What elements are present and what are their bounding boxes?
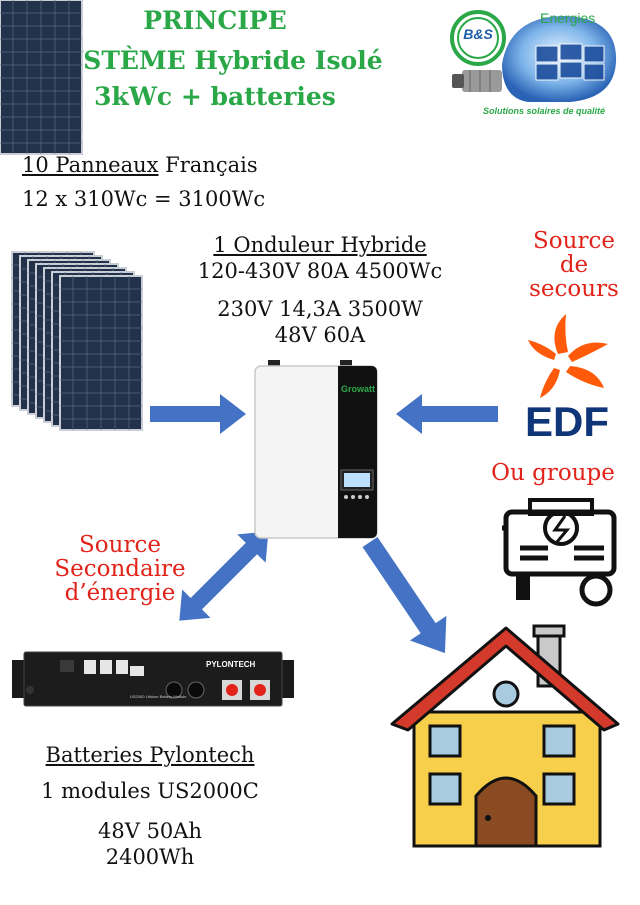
house-icon xyxy=(390,624,620,848)
title-line-3: 3kWc + batteries xyxy=(94,82,336,111)
title-line-1: PRINCIPE xyxy=(143,6,287,35)
arrow-edf-to-inverter xyxy=(396,394,498,434)
battery-modules: 1 modules US2000C xyxy=(41,779,259,803)
logo-tagline: Solutions solaires de qualité xyxy=(482,106,606,116)
backup-alternative: Ou groupe xyxy=(491,460,615,486)
panels-count: 10 Panneaux Français xyxy=(22,152,258,178)
battery-module-label: US2000 Lithium Battery Module xyxy=(130,694,187,699)
panels-origin: Français xyxy=(165,153,258,177)
inverter-spec-1: 120-430V 80A 4500Wc xyxy=(197,259,443,283)
battery-spec-2: 2400Wh xyxy=(105,845,195,869)
battery-title: Batteries Pylontech xyxy=(45,743,255,767)
battery-icon xyxy=(12,651,294,707)
inverter-spec-3: 48V 60A xyxy=(274,323,366,347)
edf-wordmark: EDF xyxy=(525,398,609,445)
secondary-line-2: Secondaire xyxy=(54,556,186,582)
backup-line-1: Source xyxy=(533,228,615,254)
battery-brand: PYLONTECH xyxy=(206,660,256,669)
arrow-panels-to-inverter xyxy=(150,394,246,434)
inverter-icon xyxy=(254,360,378,539)
edf-logo-icon xyxy=(528,314,608,398)
backup-line-3: secours xyxy=(529,276,619,302)
company-logo: B&S Energies Solutions solaires de quali… xyxy=(440,6,626,124)
inverter-brand: Growatt xyxy=(340,384,375,394)
solar-panels-icon xyxy=(0,0,143,431)
arrow-inverter-to-house xyxy=(362,536,447,654)
title-line-2: SYSTÈME Hybride Isolé xyxy=(47,46,383,75)
secondary-line-3: d’énergie xyxy=(64,580,176,606)
logo-initials: B&S xyxy=(463,26,493,42)
logo-brand: Energies xyxy=(540,10,596,26)
flow-arrows xyxy=(150,394,498,654)
arrow-battery-inverter-bidirectional xyxy=(179,531,269,621)
panels-formula: 12 x 310Wc = 3100Wc xyxy=(22,187,266,211)
panels-count-label: 10 Panneaux xyxy=(22,153,159,177)
secondary-line-1: Source xyxy=(79,532,161,558)
inverter-title: 1 Onduleur Hybride xyxy=(213,233,427,257)
backup-line-2: de xyxy=(559,252,589,278)
battery-spec-1: 48V 50Ah xyxy=(98,819,202,843)
generator-icon xyxy=(502,498,617,607)
inverter-spec-2: 230V 14,3A 3500W xyxy=(217,297,423,321)
